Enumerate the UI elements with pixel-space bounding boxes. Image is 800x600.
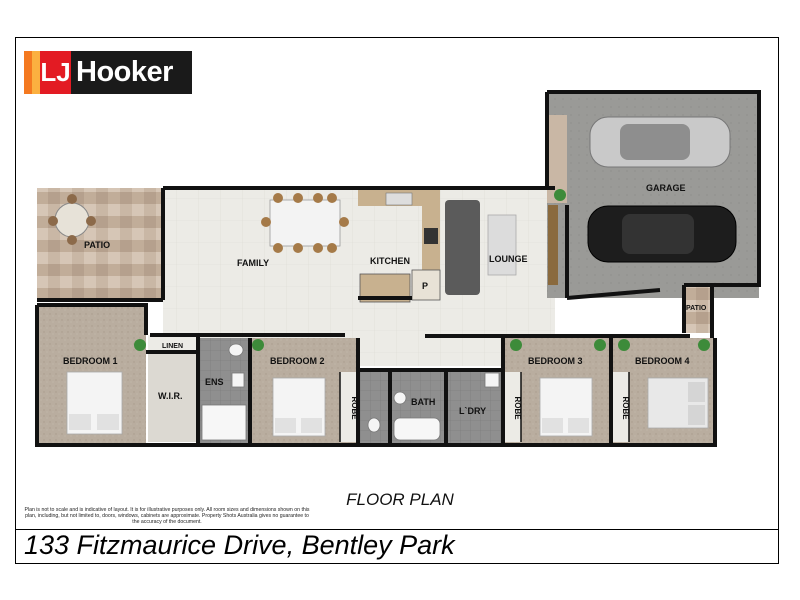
garage-step — [547, 115, 567, 203]
plant-icon — [618, 339, 630, 351]
car-icon — [587, 205, 737, 263]
plant-icon — [134, 339, 146, 351]
brand-logo: LJ Hooker — [24, 51, 192, 94]
bed-icon — [539, 377, 593, 437]
toilet-icon — [228, 343, 244, 357]
label-bedroom4: BEDROOM 4 — [635, 356, 690, 366]
bed-icon — [66, 371, 123, 435]
plant-icon — [594, 339, 606, 351]
disclaimer-text: Plan is not to scale and is indicative o… — [24, 507, 310, 525]
plant-icon — [554, 189, 566, 201]
plant-icon — [698, 339, 710, 351]
robe-walls — [339, 372, 630, 442]
label-bedroom1: BEDROOM 1 — [63, 356, 118, 366]
label-patio-small: PATIO — [686, 305, 707, 312]
label-pantry: P — [422, 281, 428, 291]
label-ens: ENS — [205, 377, 224, 387]
property-address: 133 Fitzmaurice Drive, Bentley Park — [24, 530, 455, 560]
plant-icon — [252, 339, 264, 351]
patio-small-floor — [684, 285, 712, 333]
label-bath: BATH — [411, 397, 435, 407]
robe2 — [340, 372, 358, 442]
label-robe2: ROBE — [350, 396, 359, 420]
tv-unit-icon — [548, 205, 558, 285]
label-bedroom3: BEDROOM 3 — [528, 356, 583, 366]
logo-stripe-orange — [24, 51, 32, 94]
logo-lj-text: LJ — [40, 51, 71, 94]
sink-icon — [393, 391, 407, 405]
dining-table-icon — [261, 193, 349, 253]
wir-floor — [148, 352, 198, 442]
sink-icon — [231, 372, 245, 388]
pantry — [411, 269, 441, 301]
plant-icon — [510, 339, 522, 351]
label-garage: GARAGE — [646, 183, 686, 193]
robe3 — [503, 372, 521, 442]
floor-plan-title: FLOOR PLAN — [346, 490, 454, 509]
label-family: FAMILY — [237, 258, 269, 268]
outdoor-table-icon — [48, 194, 96, 245]
sink-icon — [385, 192, 413, 206]
robe4 — [611, 372, 629, 442]
label-robe4: ROBE — [621, 396, 630, 420]
address-divider — [15, 529, 779, 530]
shower-icon — [201, 404, 247, 441]
label-robe3: ROBE — [513, 396, 522, 420]
label-laundry: L`DRY — [459, 406, 486, 416]
bathtub-icon — [393, 417, 441, 441]
toilet-icon — [367, 417, 381, 433]
logo-stripe-yellow — [32, 51, 40, 94]
label-bedroom2: BEDROOM 2 — [270, 356, 325, 366]
bed-icon — [647, 377, 709, 429]
logo-mark: LJ — [24, 51, 71, 94]
label-kitchen: KITCHEN — [370, 256, 410, 266]
walls — [35, 90, 761, 447]
label-wir: W.I.R. — [158, 391, 183, 401]
bed-icon — [272, 377, 326, 437]
cooktop-icon — [424, 228, 438, 244]
patio-main-floor — [37, 188, 163, 298]
car-icon — [589, 116, 731, 168]
label-lounge: LOUNGE — [489, 254, 528, 264]
sink-icon — [484, 372, 500, 388]
label-patio-main: PATIO — [84, 240, 110, 250]
coffee-table-icon — [487, 214, 517, 276]
label-linen: LINEN — [162, 343, 183, 350]
logo-brand-name: Hooker — [76, 56, 173, 88]
linen-floor — [148, 335, 198, 352]
sofa-icon — [445, 200, 480, 295]
